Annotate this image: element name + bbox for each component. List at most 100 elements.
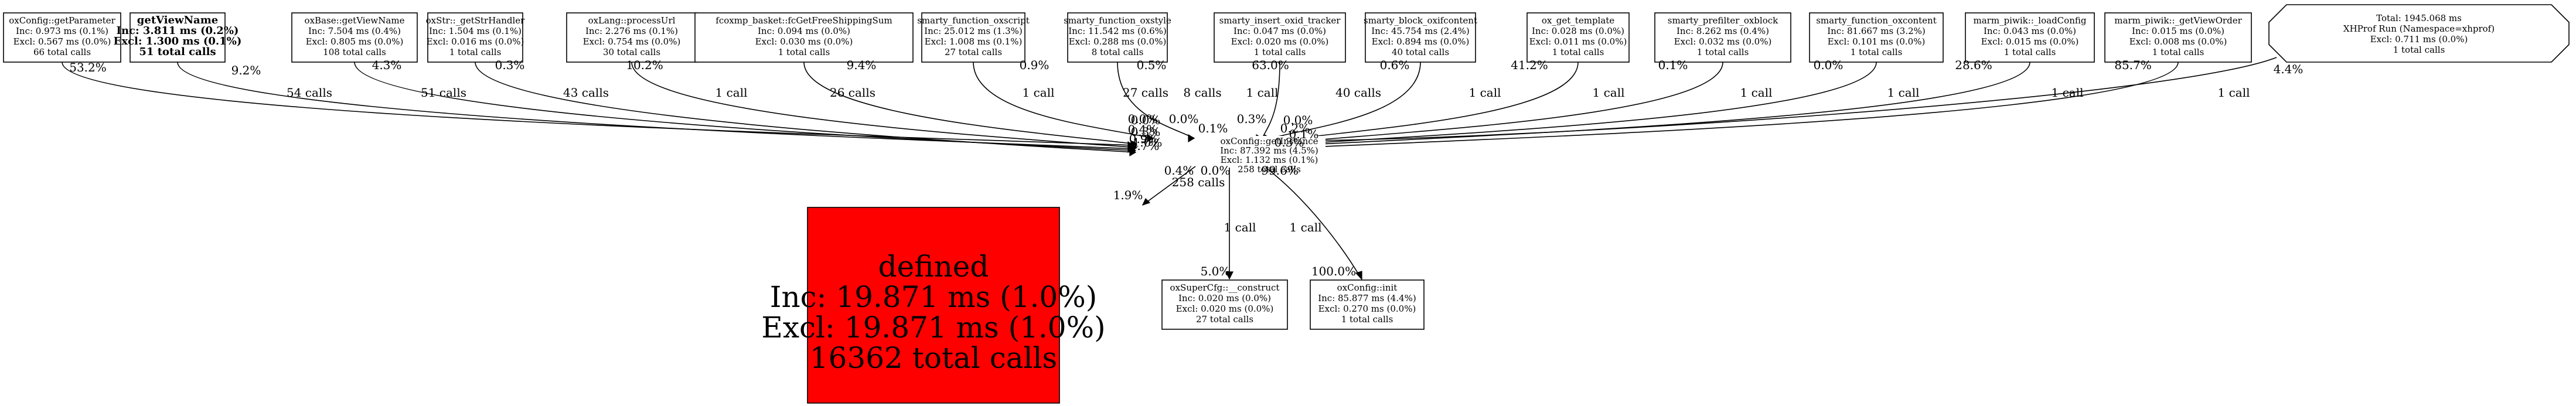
center-head-percent: 0.1% xyxy=(1198,121,1228,135)
center-head-percent: 0.0% xyxy=(1283,113,1313,127)
call-edge xyxy=(1289,62,1579,140)
init-node-text: Excl: 0.270 ms (0.0%) xyxy=(1318,303,1416,314)
defined-edge-call-count: 258 calls xyxy=(1172,175,1225,189)
total-node-text: Total: 1945.068 ms xyxy=(2376,13,2462,23)
edge-call-count: 43 calls xyxy=(563,86,609,100)
call-edge xyxy=(62,62,1134,146)
construct-node-box xyxy=(1161,279,1288,330)
call-edge xyxy=(803,62,1137,145)
edge-tail-percent: 85.7% xyxy=(2114,58,2152,72)
defined-edge-tail-percent: 0.4% xyxy=(1164,163,1194,178)
construct-node-text: Inc: 0.020 ms (0.0%) xyxy=(1178,293,1271,303)
total-node-text: Excl: 0.711 ms (0.0%) xyxy=(2370,34,2468,45)
edge-head-percent: 0.0% xyxy=(1169,112,1199,126)
caller-node-text: 27 total calls xyxy=(945,47,1002,57)
total-node-text: XHProf Run (Namespace=xhprof) xyxy=(2343,23,2495,34)
caller-node-text: Inc: 0.047 ms (0.0%) xyxy=(1234,26,1326,36)
caller-node-text: smarty_block_oxifcontent xyxy=(1364,15,1477,26)
caller-node-text: Inc: 45.754 ms (2.4%) xyxy=(1371,26,1470,36)
caller-node-text: 1 total calls xyxy=(2004,47,2056,57)
defined-edge-head-percent: 1.9% xyxy=(1113,188,1143,202)
center-head-percent: 1.0% xyxy=(1133,135,1163,149)
caller-node-box xyxy=(130,12,226,63)
edge-arrowhead xyxy=(1225,271,1234,280)
caller-node-fcGetFreeShippingSum[interactable]: fcoxmp_basket::fcGetFreeShippingSumInc: … xyxy=(694,12,914,63)
edge-tail-percent: 28.6% xyxy=(1955,58,1992,72)
caller-node-text: smarty_function_oxstyle xyxy=(1064,15,1171,26)
center-head-percent: 0.7% xyxy=(1130,139,1160,153)
caller-node-text: Inc: 3.811 ms (0.2%) xyxy=(117,25,239,37)
construct-edge-head-percent: 5.0% xyxy=(1201,264,1231,278)
call-edge xyxy=(475,62,1136,153)
caller-node-text: Inc: 81.667 ms (3.2%) xyxy=(1827,26,1926,36)
call-edge xyxy=(177,62,1134,149)
center-head-percent: 0.3% xyxy=(1131,125,1161,139)
edge-tail-percent: 0.6% xyxy=(1380,58,1410,72)
caller-node-text: smarty_function_oxscript xyxy=(917,15,1030,26)
caller-node-text: Excl: 0.032 ms (0.0%) xyxy=(1674,36,1772,47)
caller-node-box xyxy=(1365,12,1476,63)
center-head-percent: 0.0% xyxy=(1131,113,1161,127)
edge-call-count: 26 calls xyxy=(830,86,875,100)
caller-node-text: Excl: 0.101 ms (0.0%) xyxy=(1828,36,1926,47)
call-edge xyxy=(1294,62,1877,145)
caller-node-text: marm_piwik::_loadConfig xyxy=(1974,15,2087,26)
caller-node-text: Inc: 0.094 ms (0.0%) xyxy=(758,26,850,36)
caller-node-box xyxy=(1067,12,1168,63)
call-edge xyxy=(631,62,1137,148)
caller-node-box xyxy=(921,12,1025,63)
center-node-text: oxConfig::getInstance xyxy=(1220,136,1318,146)
center-head-percent: 0.3% xyxy=(1275,135,1304,149)
caller-node-text: Excl: 0.016 ms (0.0%) xyxy=(427,36,524,47)
edge-call-count: 51 calls xyxy=(421,86,466,100)
center-node-text: Inc: 87.392 ms (4.5%) xyxy=(1220,145,1318,156)
caller-node-box xyxy=(291,12,418,63)
init-node-text: Inc: 85.877 ms (4.4%) xyxy=(1318,293,1416,303)
edge-call-count: 1 call xyxy=(715,86,748,100)
init-edge-head-percent: 100.0% xyxy=(1311,264,1356,278)
caller-node-text: smarty_function_oxcontent xyxy=(1816,15,1937,26)
edge-tail-percent: 0.3% xyxy=(495,58,525,72)
caller-node-text: Inc: 0.015 ms (0.0%) xyxy=(2132,26,2224,36)
construct-node-text: Excl: 0.020 ms (0.0%) xyxy=(1176,303,1274,314)
caller-node-text: Inc: 0.043 ms (0.0%) xyxy=(1984,26,2076,36)
edge-call-count: 1 call xyxy=(1023,86,1055,100)
edge-call-count: 1 call xyxy=(1469,86,1501,100)
edge-head-percent: 0.3% xyxy=(1237,112,1267,126)
init-edge xyxy=(1265,167,1361,278)
caller-node-text: oxConfig::getParameter xyxy=(9,15,115,26)
edge-call-count: 1 call xyxy=(1246,86,1279,100)
init-edge-call-count: 1 call xyxy=(1290,220,1322,234)
caller-node-text: getViewName xyxy=(137,14,218,26)
edge-call-count: 8 calls xyxy=(1183,86,1221,100)
caller-node-text: 108 total calls xyxy=(323,47,386,57)
caller-node-box xyxy=(427,12,523,63)
caller-node-text: fcoxmp_basket::fcGetFreeShippingSum xyxy=(715,15,892,26)
caller-node-text: 8 total calls xyxy=(1092,47,1144,57)
caller-node-box xyxy=(1965,12,2095,63)
total-edge xyxy=(1300,57,2277,141)
caller-node-box xyxy=(1214,12,1346,63)
caller-node-text: Excl: 0.020 ms (0.0%) xyxy=(1231,36,1329,47)
caller-node-text: 1 total calls xyxy=(2152,47,2204,57)
caller-node-text: Inc: 25.012 ms (1.3%) xyxy=(924,26,1023,36)
